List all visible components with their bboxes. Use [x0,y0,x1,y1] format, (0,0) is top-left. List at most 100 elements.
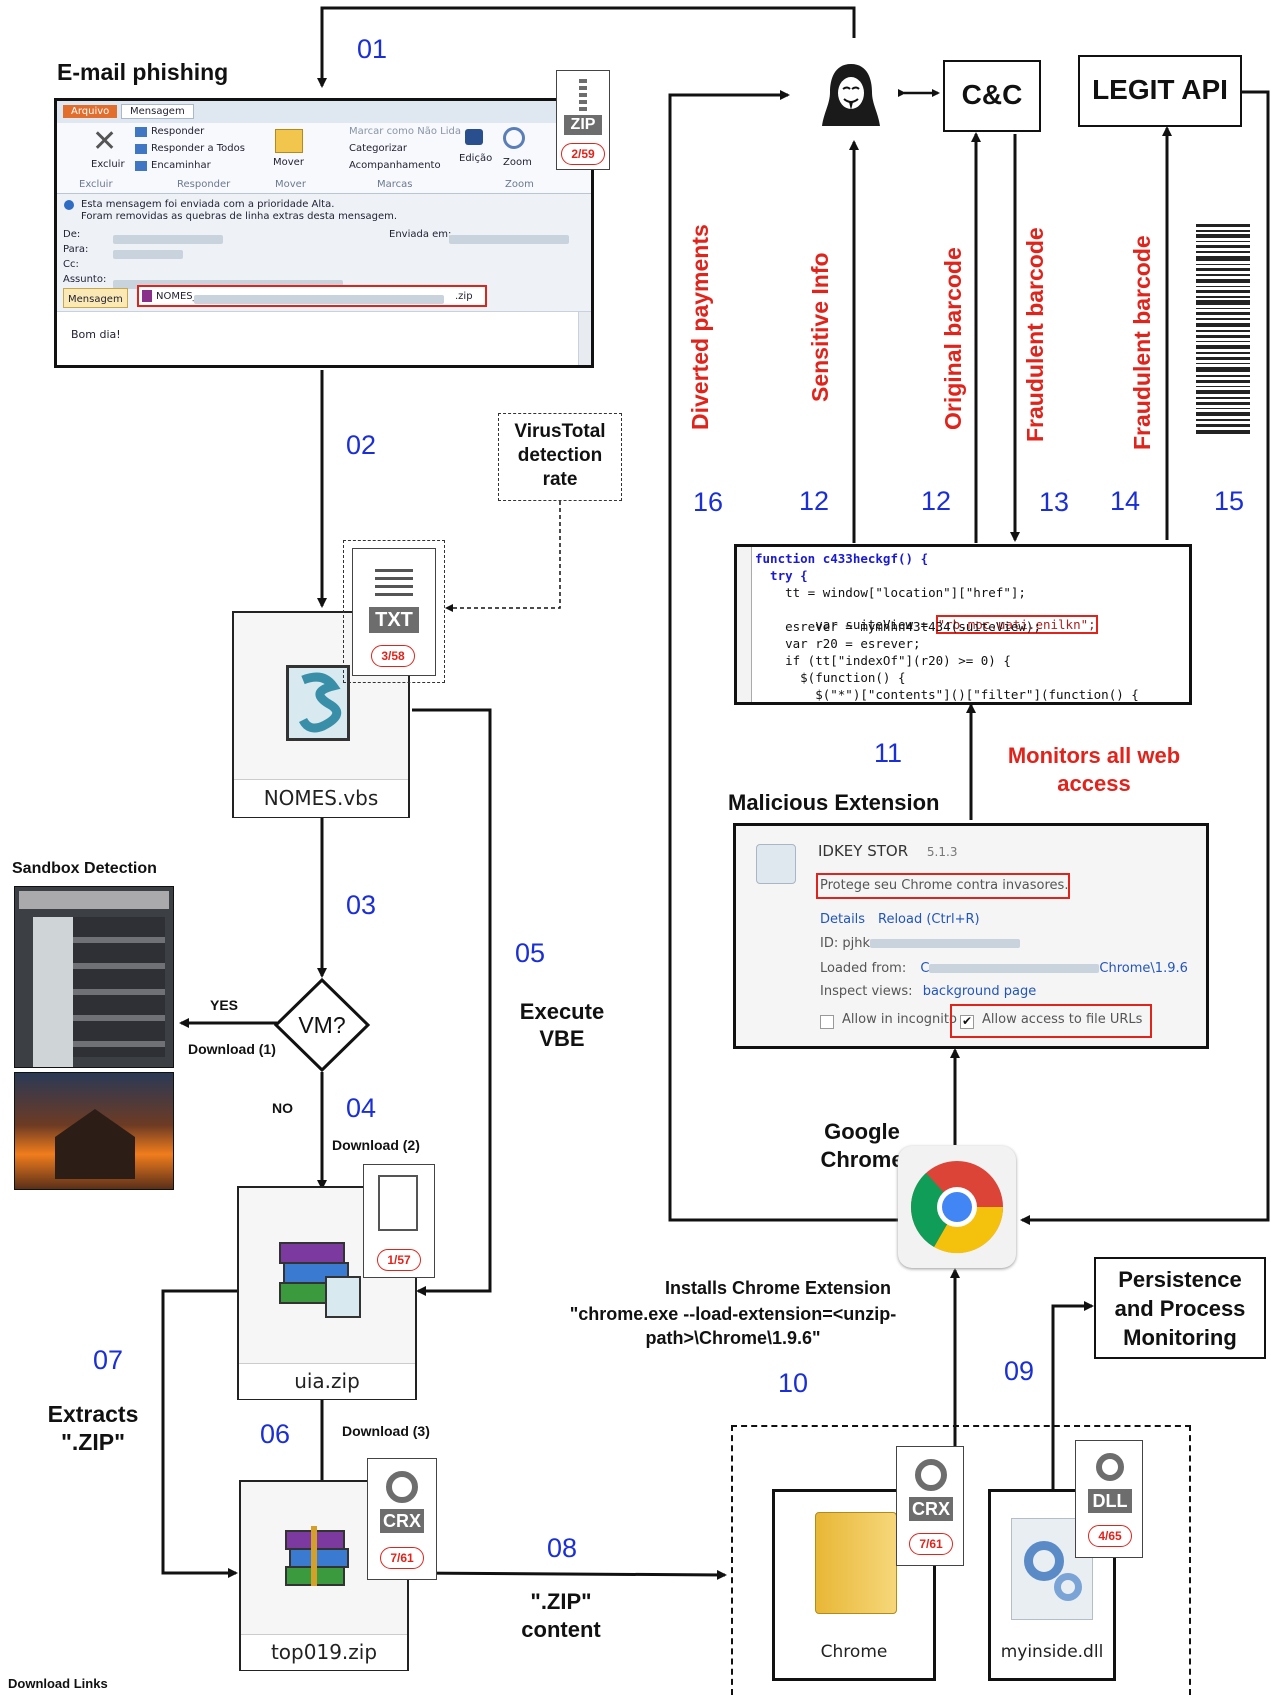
group-move: Mover [275,179,306,190]
txt-file-icon: TXT 3/58 [352,548,436,676]
google-chrome-label: Google Chrome [812,1118,912,1174]
step-12-original: 12 [921,486,952,516]
step-02: 02 [346,430,377,460]
persistence-box: Persistence and Process Monitoring [1094,1257,1266,1359]
download-links-label: Download Links [8,1676,108,1691]
info-line-1: Esta mensagem foi enviada com a priorida… [81,199,335,210]
txt-type-label: TXT [369,607,419,633]
background-page-link[interactable]: background page [922,984,1037,999]
step-10: 10 [778,1368,809,1398]
extension-version: 5.1.3 [926,845,958,859]
label-fraudulent-barcode-api: Fraudulent barcode [1129,235,1155,450]
tab-arquivo[interactable]: Arquivo [63,105,118,118]
monitors-web-label: Monitors all web access [994,742,1194,798]
inspect-views-label: Inspect views: [820,984,913,999]
tab-mensagem[interactable]: Mensagem [121,104,194,119]
electric-panel [65,917,165,1057]
cc-field-label: Cc: [63,259,79,270]
categorize-button[interactable]: Categorizar [349,143,408,154]
arrow-07 [161,1289,238,1578]
delete-icon[interactable]: ✕ [92,125,118,158]
vm-label: VM? [298,1012,346,1038]
sandbox-image-fire [14,1072,174,1190]
arrow-virustotal [445,501,561,612]
code-line-6: var r20 = esrever; [755,636,921,651]
edit-button[interactable]: Edição [459,153,493,164]
extension-id-label: ID: pjhk [820,936,870,951]
uia-file-name: uia.zip [294,1369,360,1393]
reply-icon [135,127,147,137]
details-link[interactable]: Details [820,912,866,927]
scrollbar[interactable] [578,312,591,365]
move-icon[interactable] [275,129,303,153]
hacker-icon [818,60,884,130]
group-zoom: Zoom [505,179,534,190]
group-reply: Responder [177,179,231,190]
sandbox-image-top [14,886,174,1068]
inspect-views: Inspect views: background page [820,984,1036,999]
winrar-small-icon [142,290,152,302]
extension-description-highlight [816,873,1070,899]
installs-ext-title: Installs Chrome Extension [664,1278,892,1298]
group-marks: Marcas [377,179,413,190]
download-2-label: Download (2) [332,1137,420,1153]
top-file-name: top019.zip [270,1640,378,1664]
label-original-barcode: Original barcode [940,247,966,430]
attachment-highlight[interactable]: NOMES_ .zip [137,285,487,307]
malicious-extension-title: Malicious Extension [728,790,940,815]
code-line-4a: var suiteView = [785,617,936,632]
sent-value-redacted [449,231,569,249]
extension-name-text: IDKEY STOR [818,842,909,860]
payload-dashed-box [731,1425,1191,1695]
execute-vbe-text: Execute VBE [519,999,605,1051]
code-line-7: if (tt["indexOf"](r20) >= 0) { [755,653,1011,668]
info-line-2: Foram removidas as quebras de linha extr… [81,211,398,222]
delete-button[interactable]: Excluir [91,159,125,170]
puzzle-icon [756,844,796,884]
message-tab[interactable]: Mensagem [63,288,128,308]
step-13: 13 [1039,487,1070,517]
file-urls-checkbox[interactable]: ✔ [960,1014,974,1029]
script-small-icon [325,1276,361,1318]
loaded-from-prefix: C [920,961,930,976]
reply-button[interactable]: Responder [151,126,205,137]
chrome-logo-icon [898,1146,1016,1268]
dll-gear [1096,1453,1124,1481]
mark-unread-button[interactable]: Marcar como Não Lida [349,126,461,137]
reload-link[interactable]: Reload (Ctrl+R) [878,912,980,927]
incognito-checkbox[interactable] [820,1015,834,1029]
blank-file-icon: 1/57 [363,1164,435,1278]
code-gutter [737,547,752,702]
email-window: Arquivo Mensagem ✕ Excluir Responder Res… [54,98,594,368]
info-icon [64,200,74,210]
no-label: NO [272,1100,293,1116]
zoom-button[interactable]: Zoom [503,157,532,168]
binoculars-icon[interactable] [465,129,483,145]
loaded-from-redacted [929,964,1100,973]
google-chrome-text: Google Chrome [820,1119,904,1172]
extension-id-redacted [870,939,1020,948]
vbs-file-box: NOMES.vbs [232,611,410,818]
move-button[interactable]: Mover [273,157,304,168]
zip-content-label: ".ZIP" content [506,1588,616,1644]
crx-type-label-chrome: CRX [909,1497,953,1521]
code-line-4: var suiteView = "rb.moc.uati.enilkn"; [755,602,1098,647]
yes-label: YES [210,997,239,1013]
sandbox-caption-strip [19,891,169,909]
followup-button[interactable]: Acompanhamento [349,160,441,171]
message-tab-label: Mensagem [68,294,123,305]
label-diverted-payments: Diverted payments [687,224,713,430]
gears-icon [1011,1518,1093,1620]
chrome-folder-name: Chrome [820,1642,888,1662]
crx-file-icon-top: CRX 7/61 [367,1458,437,1580]
reply-all-button[interactable]: Responder a Todos [151,143,245,154]
extension-name: IDKEY STOR 5.1.3 [818,842,957,860]
forward-button[interactable]: Encaminhar [151,160,211,171]
dll-file-name: myinside.dll [1000,1642,1104,1662]
winrar-icon-top [285,1526,357,1590]
zoom-icon[interactable] [503,127,525,149]
crx-type-label-top: CRX [380,1509,424,1533]
sent-label: Enviada em: [389,229,452,240]
